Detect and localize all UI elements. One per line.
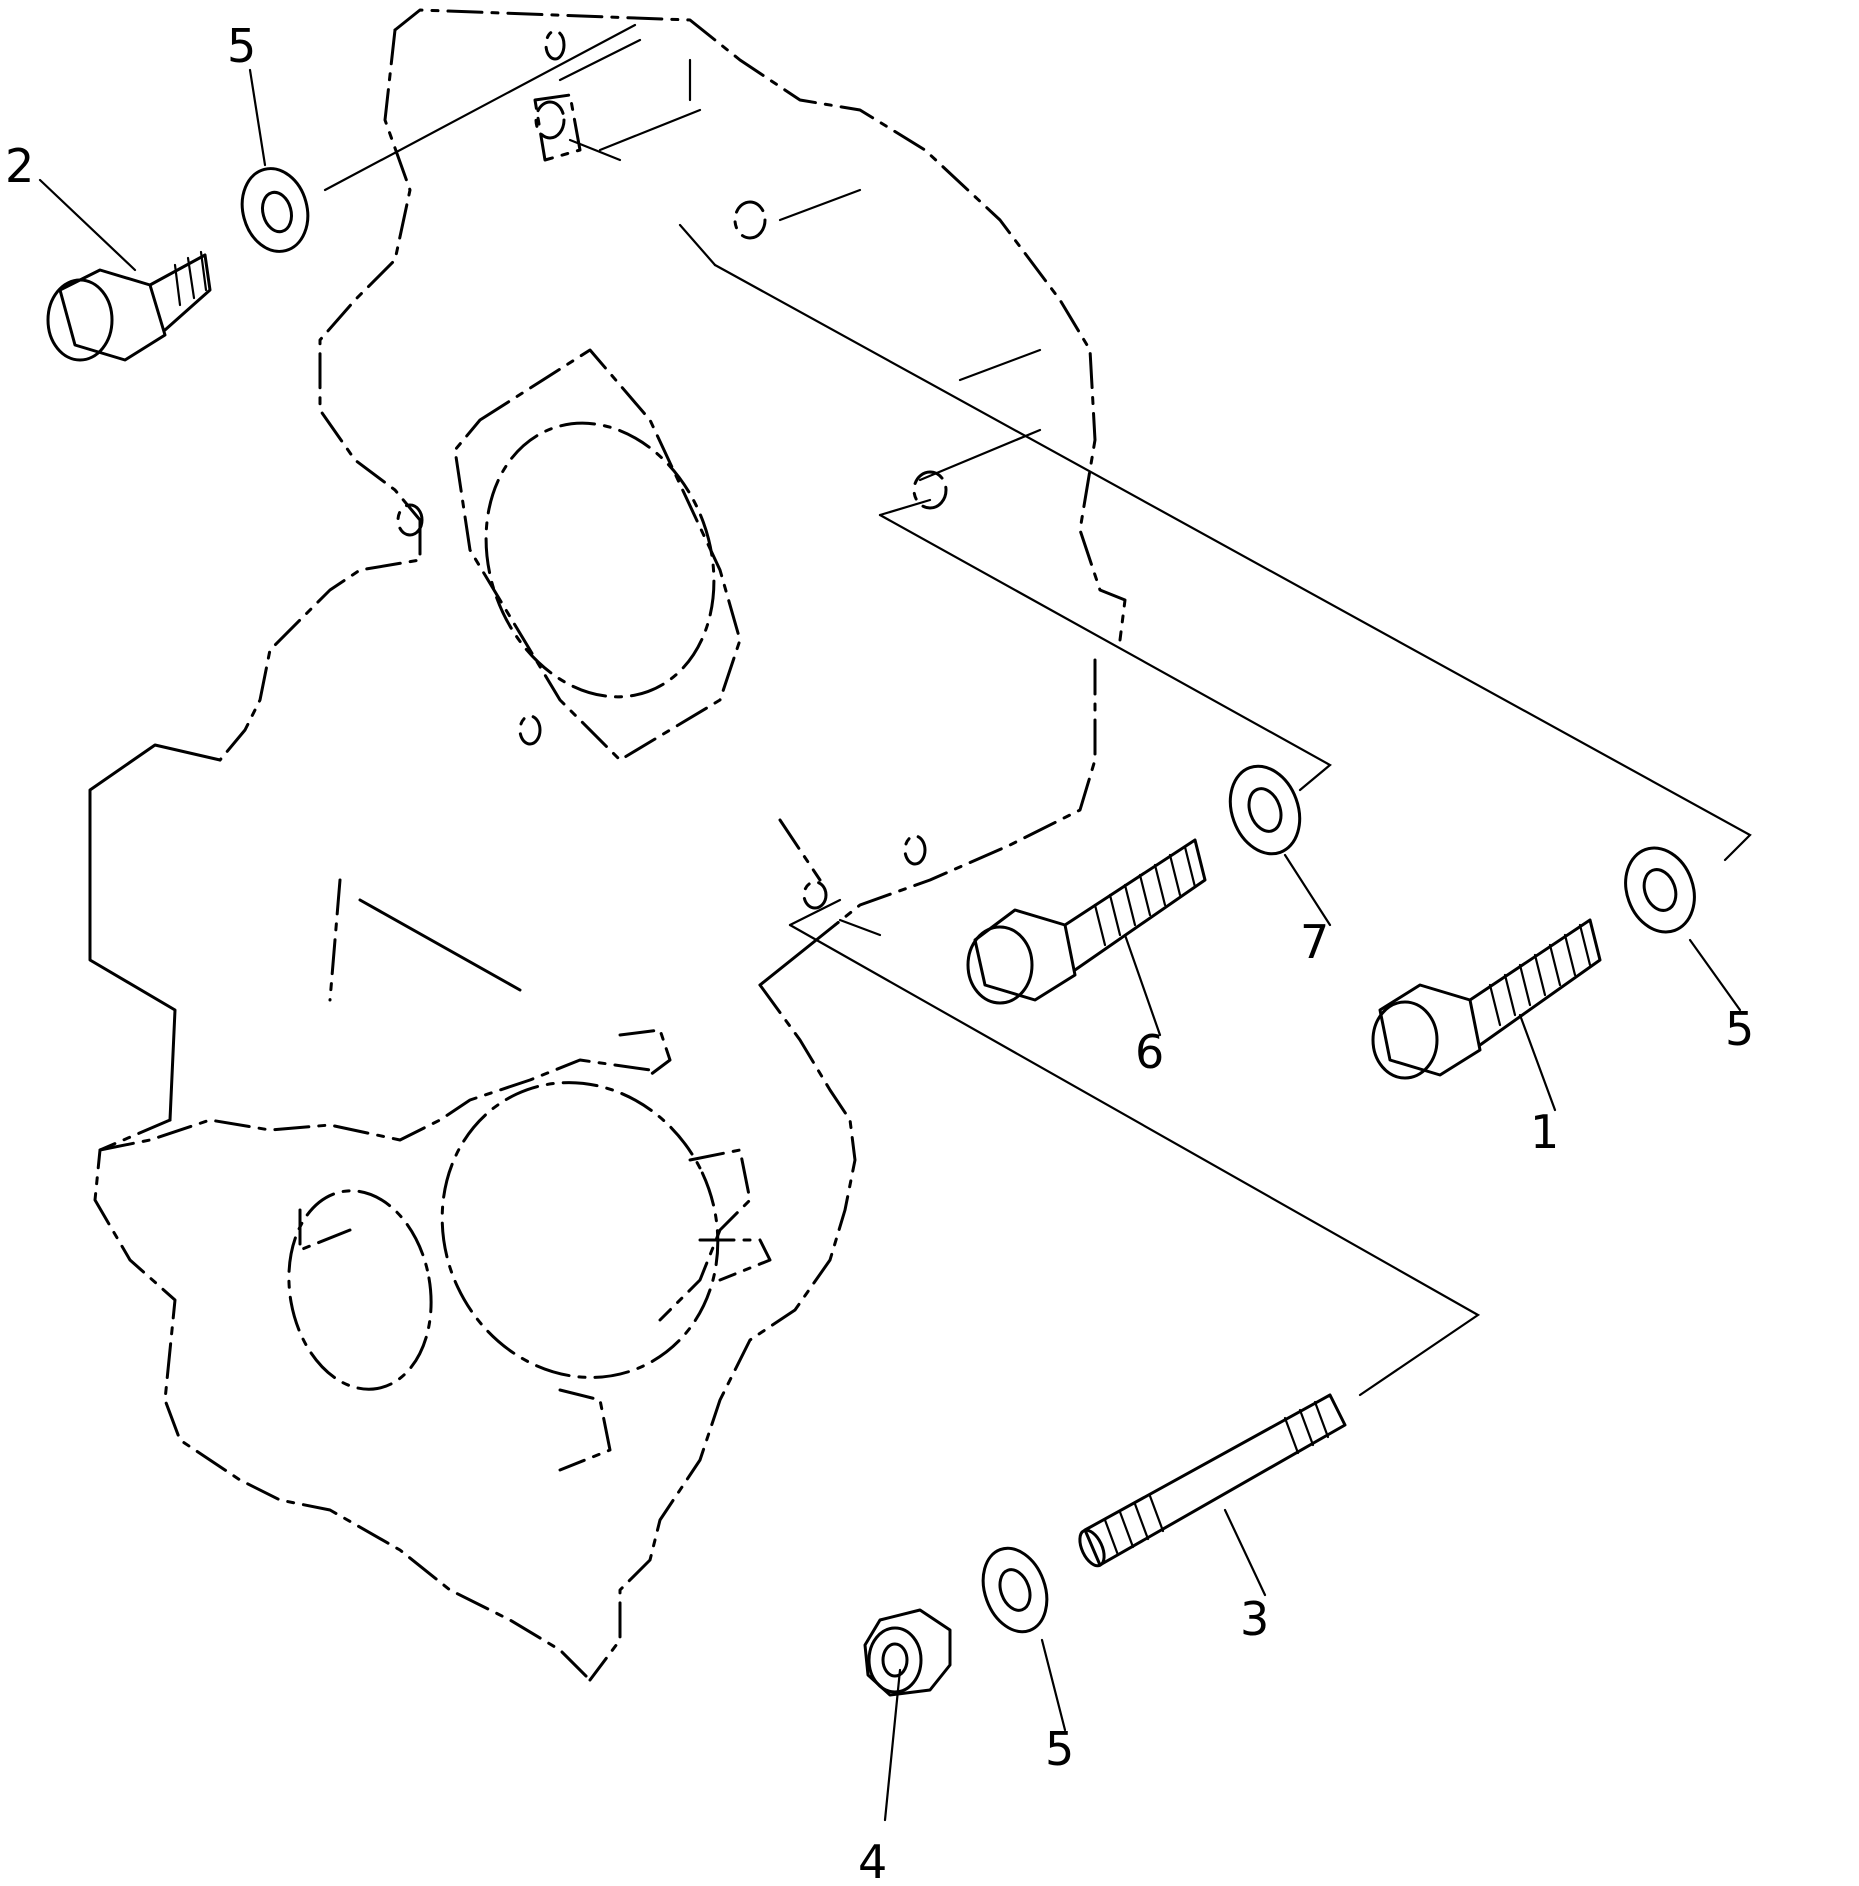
pointer-5c: [1040, 1638, 1067, 1732]
washer-part-7: [1228, 764, 1302, 856]
callout-label-5-right: 5: [1725, 1002, 1754, 1056]
callout-label-1: 1: [1530, 1105, 1559, 1159]
washer-part-5-right: [1624, 846, 1696, 934]
assembly-lines: [38, 23, 1752, 1822]
callout-label-5-bottom: 5: [1045, 1722, 1074, 1776]
callout-label-5-top: 5: [227, 19, 256, 73]
washer-part-5-bottom: [981, 1546, 1049, 1634]
pointer-6: [1123, 933, 1162, 1037]
pointer-2: [38, 178, 137, 272]
leader-bolt-1-washer-5: [713, 263, 1752, 862]
pointer-1: [1518, 1013, 1557, 1112]
bolt-part-1: [1371, 918, 1602, 1080]
nut-part-4: [863, 1608, 952, 1697]
stud-part-3: [1078, 1393, 1347, 1568]
leader-bolt-2-washer-5: [323, 23, 637, 192]
callout-labels: 5 2 7 6 5 1 3 5 4: [5, 19, 1754, 1886]
callout-label-7: 7: [1300, 915, 1329, 969]
callout-label-6: 6: [1135, 1025, 1164, 1079]
callout-label-2: 2: [5, 139, 34, 193]
leader-stud-3: [788, 923, 1481, 1397]
callout-label-3: 3: [1240, 1592, 1269, 1646]
bolt-part-6: [966, 838, 1207, 1005]
pointer-3: [1223, 1508, 1267, 1597]
washer-part-5-top: [240, 167, 310, 253]
pointer-5b: [1688, 938, 1742, 1012]
pointer-5a: [248, 68, 267, 167]
bolt-part-2: [46, 250, 212, 362]
callout-label-4: 4: [858, 1835, 887, 1886]
leader-bolt-6-washer-7: [878, 513, 1332, 792]
pointer-7: [1283, 853, 1332, 927]
housing-cover: [88, 8, 1127, 1682]
